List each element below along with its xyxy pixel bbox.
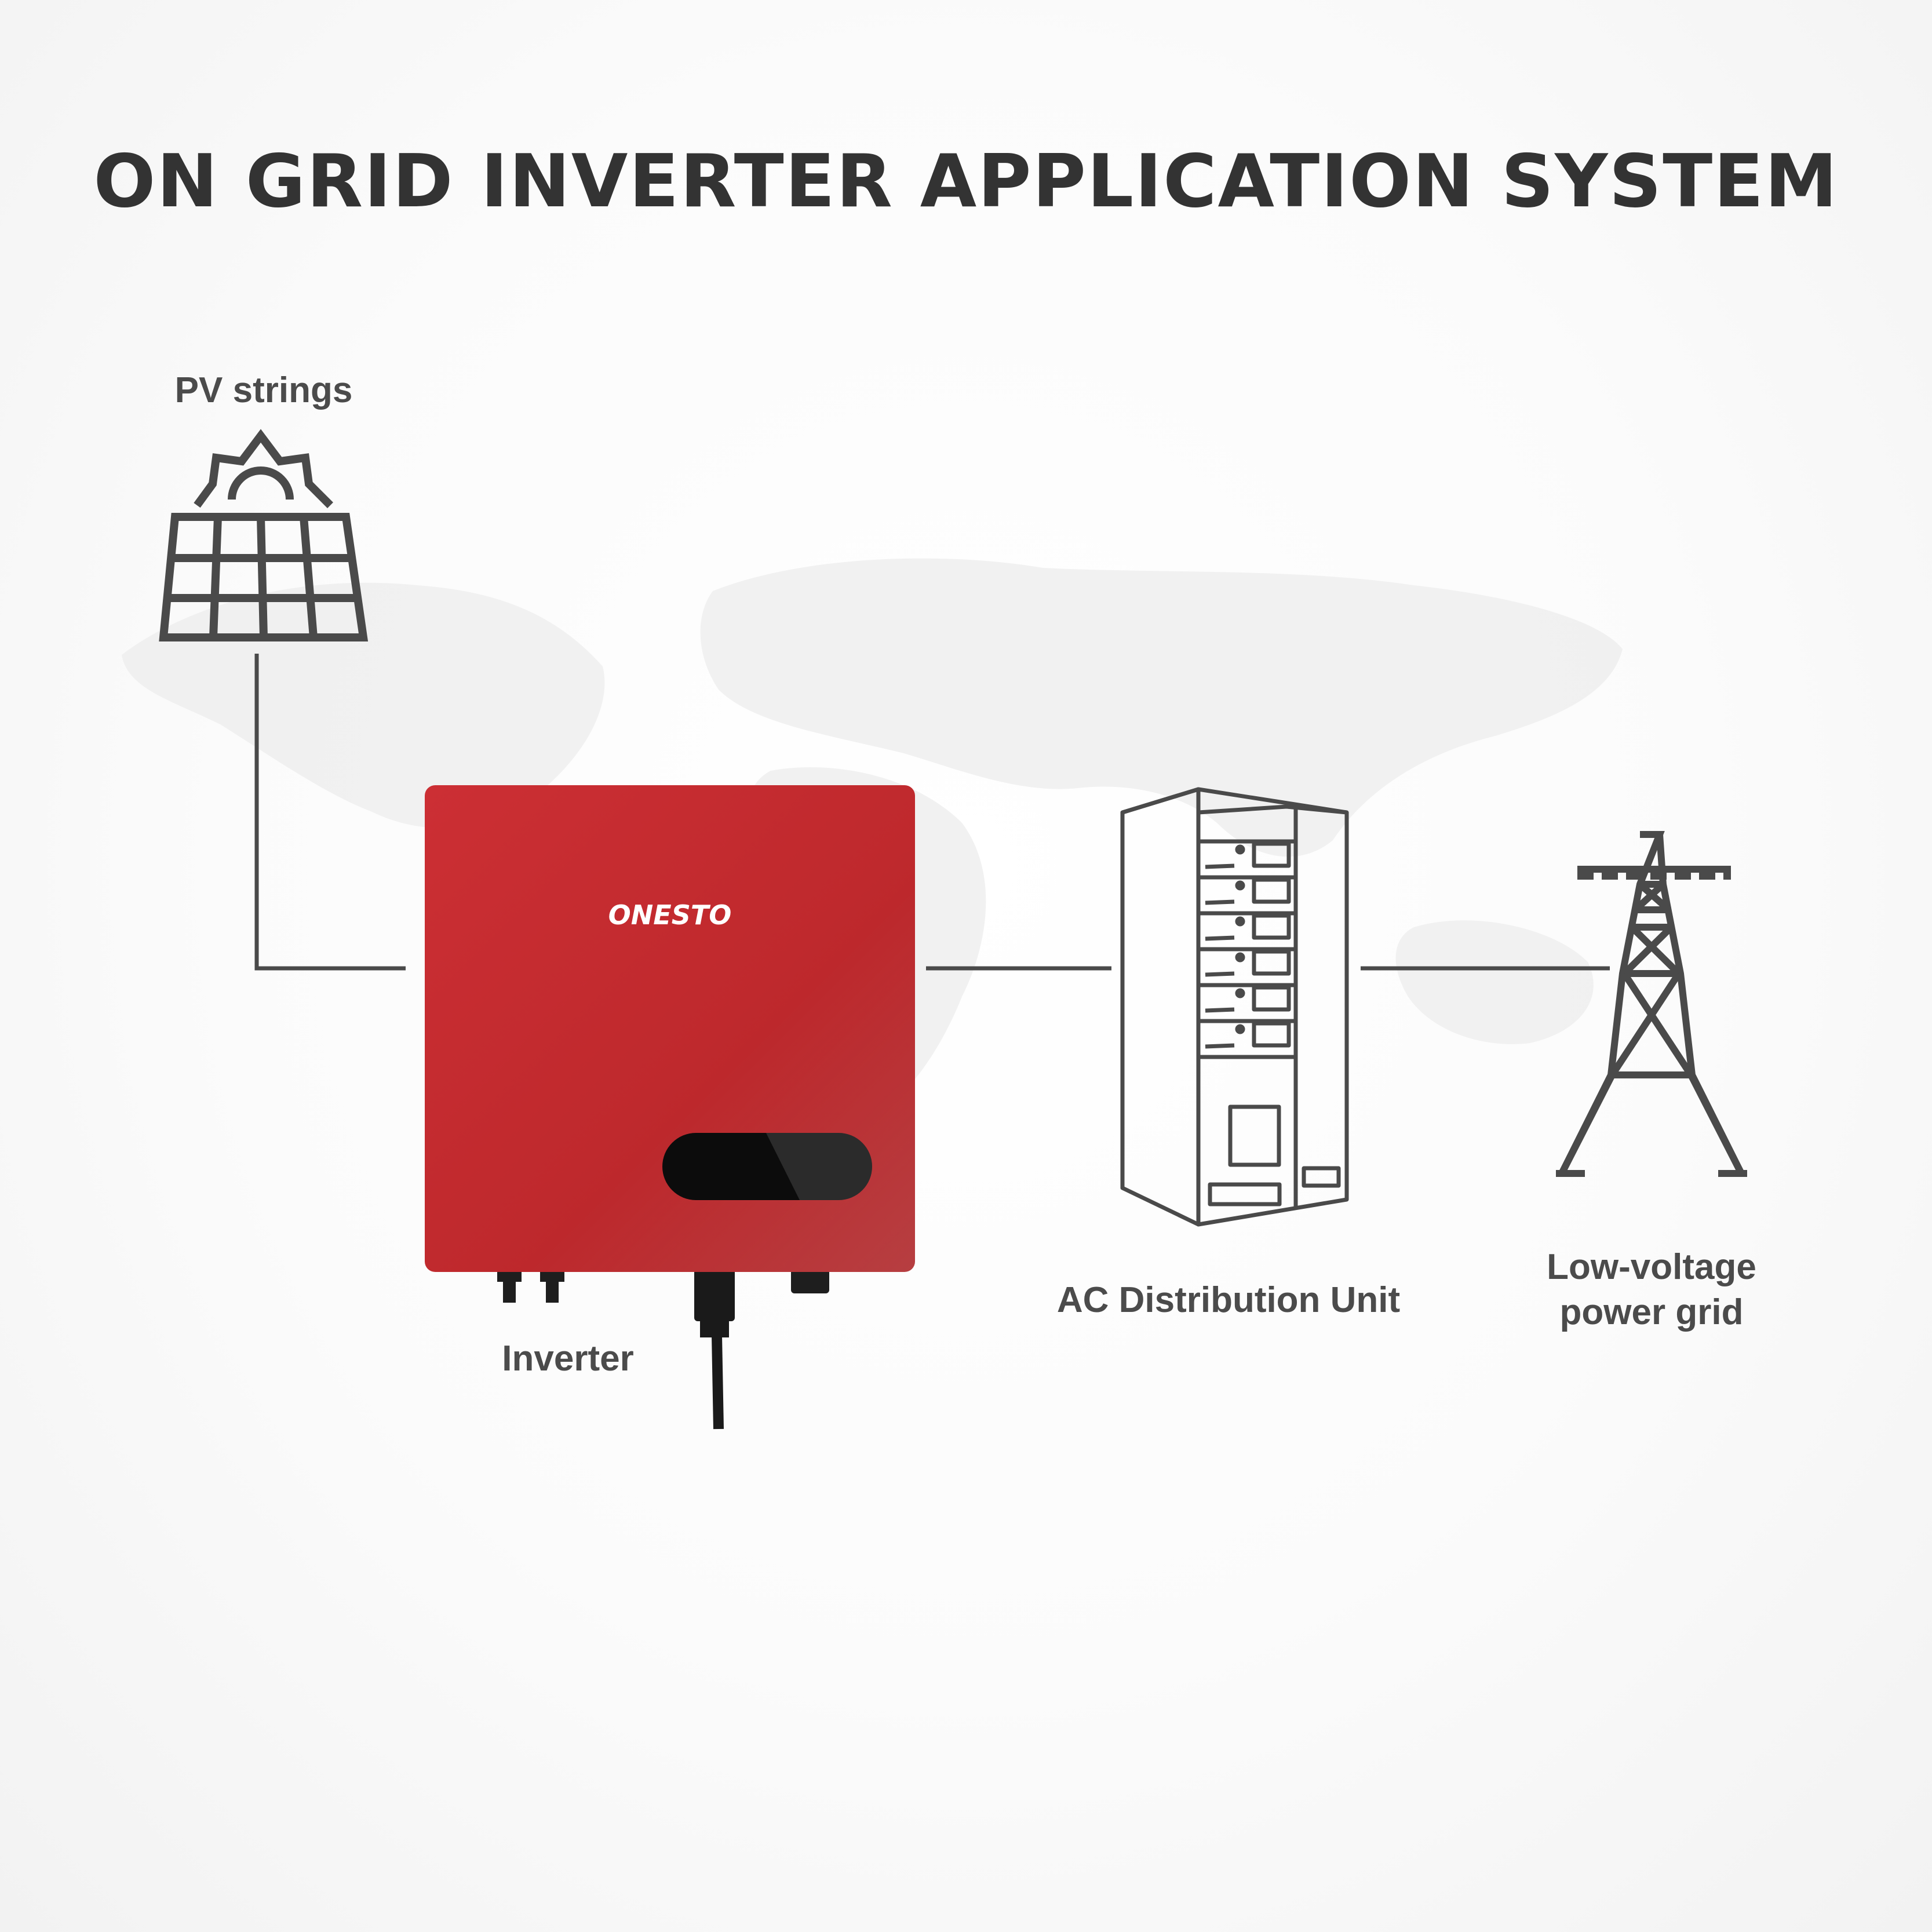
connector-pv-to-inverter xyxy=(254,654,406,971)
inverter-cable xyxy=(712,1335,724,1430)
pv-strings-label: PV strings xyxy=(174,370,353,410)
solar-panel-icon xyxy=(159,429,369,641)
inverter-brand-logo: ONESTO xyxy=(608,899,732,931)
inverter-icon: ONESTO xyxy=(425,785,915,1430)
inverter-cable-plug xyxy=(694,1263,735,1321)
inverter-label: Inverter xyxy=(502,1339,634,1379)
power-grid-label: Low-voltage power grid xyxy=(1483,1245,1820,1335)
inverter-ac-port xyxy=(791,1269,829,1293)
diagram-title: ON GRID INVERTER APPLICATION SYSTEM xyxy=(93,138,1839,224)
power-grid-label-line2: power grid xyxy=(1559,1292,1744,1332)
ac-distribution-unit-label: AC Distribution Unit xyxy=(1056,1280,1401,1320)
inverter-display xyxy=(662,1133,872,1200)
distribution-cabinet-icon xyxy=(1120,787,1349,1227)
power-grid-label-line1: Low-voltage xyxy=(1547,1247,1756,1287)
power-tower-icon xyxy=(1556,831,1747,1177)
connection-lines xyxy=(254,654,1610,971)
